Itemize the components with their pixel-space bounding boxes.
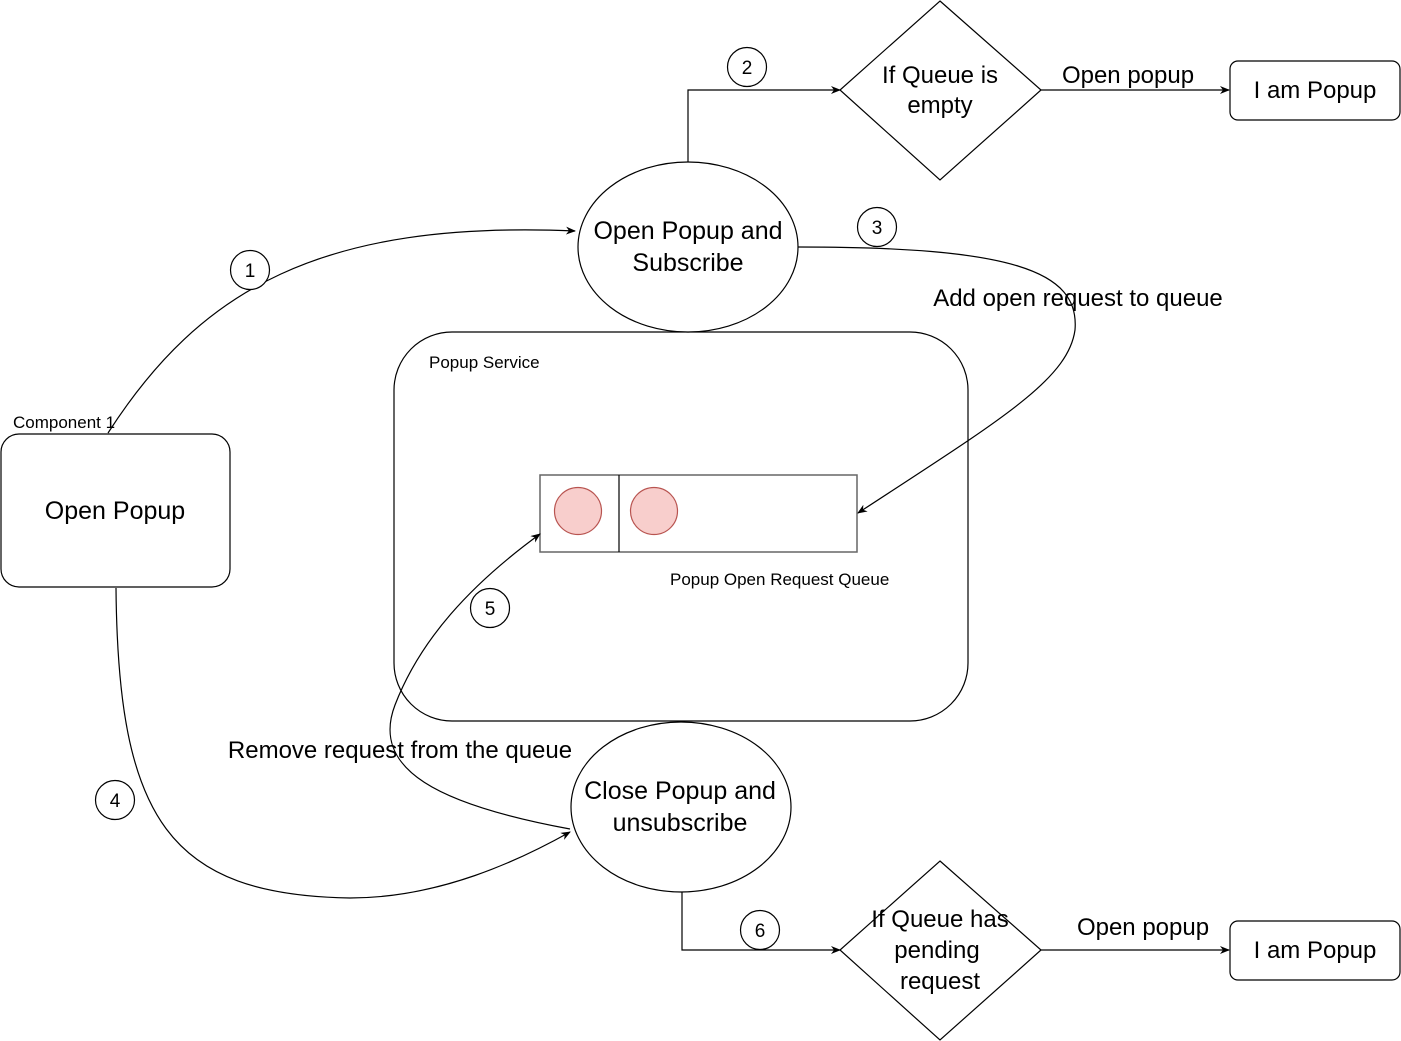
popup-box-bottom-text: I am Popup xyxy=(1254,937,1377,964)
step-marker-5: 5 xyxy=(469,587,511,629)
queue-item-2 xyxy=(629,486,679,536)
edge-step-2 xyxy=(687,86,841,163)
edge-step-1 xyxy=(107,226,576,434)
open-subscribe-node xyxy=(577,161,799,333)
step-marker-2-text: 2 xyxy=(742,58,753,79)
edge-step-6 xyxy=(681,891,841,954)
step-marker-2: 2 xyxy=(726,46,768,88)
edge-label-add-request: Add open request to queue xyxy=(933,285,1223,312)
step-marker-4-text: 4 xyxy=(110,791,121,812)
step-marker-1: 1 xyxy=(229,249,271,291)
close-unsubscribe-node xyxy=(570,721,792,893)
decision-queue-pending-text-3: request xyxy=(900,968,980,995)
open-subscribe-text-2: Subscribe xyxy=(632,249,743,277)
queue-item-1 xyxy=(553,486,603,536)
popup-box-top xyxy=(1229,60,1401,121)
edge-step-5 xyxy=(389,533,571,830)
component-open-popup-box xyxy=(0,433,231,588)
decision-queue-pending xyxy=(839,860,1042,1041)
edge-step-3 xyxy=(797,246,1076,514)
decision-queue-pending-text-2: pending xyxy=(894,937,979,964)
edge-label-remove-request: Remove request from the queue xyxy=(228,737,572,764)
close-unsubscribe-text-2: unsubscribe xyxy=(613,809,748,837)
decision-queue-empty-text-2: empty xyxy=(907,92,972,119)
edge-label-open-popup-bottom: Open popup xyxy=(1077,914,1209,941)
open-subscribe-text-1: Open Popup and xyxy=(593,217,782,245)
step-marker-5-text: 5 xyxy=(485,599,496,620)
decision-queue-empty xyxy=(839,0,1042,181)
step-marker-6: 6 xyxy=(739,909,781,951)
step-marker-6-text: 6 xyxy=(755,921,766,942)
step-marker-3: 3 xyxy=(856,206,898,248)
edge-step-4 xyxy=(115,587,571,899)
decision-queue-empty-text-1: If Queue is xyxy=(882,62,998,89)
component-open-popup-text: Open Popup xyxy=(45,497,185,525)
popup-service-label: Popup Service xyxy=(429,353,540,372)
edge-label-open-popup-top: Open popup xyxy=(1062,62,1194,89)
popup-box-bottom xyxy=(1229,920,1401,981)
decision-queue-pending-text-1: If Queue has xyxy=(871,906,1008,933)
step-marker-4: 4 xyxy=(94,779,136,821)
popup-box-top-text: I am Popup xyxy=(1254,77,1377,104)
close-unsubscribe-text-1: Close Popup and xyxy=(584,777,776,805)
step-marker-3-text: 3 xyxy=(872,218,883,239)
step-marker-1-text: 1 xyxy=(245,261,256,282)
component-label: Component 1 xyxy=(13,413,115,432)
queue-label: Popup Open Request Queue xyxy=(670,570,889,589)
